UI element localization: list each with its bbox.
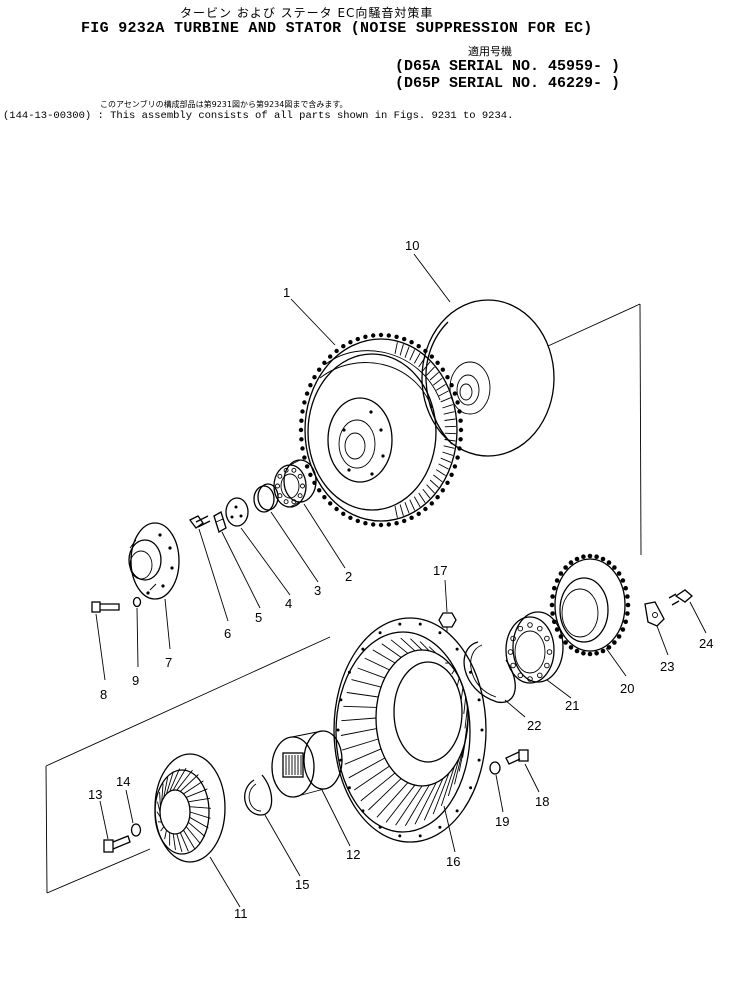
- part-8-bolt: [91, 601, 120, 613]
- callout-labels: 10 1 2 3 4 5 6 7 8 9 17 22 21 20 23 24 1…: [88, 238, 713, 921]
- part-2-bearing: [273, 459, 317, 508]
- part-22-snap-ring: [463, 641, 516, 703]
- callout-6: 6: [224, 626, 231, 641]
- callout-5: 5: [255, 610, 262, 625]
- part-4-washer: [225, 497, 249, 527]
- callout-9: 9: [132, 673, 139, 688]
- part-14-washer: [130, 823, 142, 837]
- callout-1: 1: [283, 285, 290, 300]
- part-10-disc: [421, 299, 642, 556]
- callout-12: 12: [346, 847, 360, 862]
- japanese-assembly-note: このアセンブリの構成部品は第9231図から第9234図まで含みます。: [100, 100, 348, 109]
- callout-17: 17: [433, 563, 447, 578]
- part-21-bearing: [505, 611, 564, 684]
- callout-4: 4: [285, 596, 292, 611]
- part-16-stator-housing: [333, 617, 487, 843]
- callout-13: 13: [88, 787, 102, 802]
- part-23-lock-plate: [644, 601, 665, 627]
- part-5-lock-plate: [213, 511, 227, 533]
- leader-lines: [95, 253, 707, 908]
- japanese-serial-label: 適用号機: [468, 45, 512, 58]
- figure-title: FIG 9232A TURBINE AND STATOR (NOISE SUPP…: [81, 20, 593, 37]
- part-18-bolt: [505, 749, 529, 765]
- callout-16: 16: [446, 854, 460, 869]
- callout-8: 8: [100, 687, 107, 702]
- serial-d65p: (D65P SERIAL NO. 46229- ): [395, 75, 621, 92]
- callout-10: 10: [405, 238, 419, 253]
- part-7-hub: [128, 522, 180, 600]
- callout-14: 14: [116, 774, 130, 789]
- callout-15: 15: [295, 877, 309, 892]
- part-13-bolt: [103, 835, 131, 853]
- callout-11: 11: [234, 906, 248, 921]
- part-3-ring: [253, 483, 279, 513]
- callout-19: 19: [495, 814, 509, 829]
- part-17-bolt: [438, 612, 457, 632]
- part-12-hub: [271, 730, 343, 798]
- callout-18: 18: [535, 794, 549, 809]
- callout-3: 3: [314, 583, 321, 598]
- part-6-bolt: [189, 515, 211, 529]
- serial-d65a: (D65A SERIAL NO. 45959- ): [395, 58, 621, 75]
- callout-7: 7: [165, 655, 172, 670]
- callout-23: 23: [660, 659, 674, 674]
- japanese-title: タービン および ステータ EC向騒音対策車: [180, 6, 434, 20]
- assembly-note: (144-13-00300) : This assembly consists …: [3, 110, 514, 122]
- part-19-washer: [489, 761, 501, 775]
- callout-22: 22: [527, 718, 541, 733]
- callout-20: 20: [620, 681, 634, 696]
- part-9-washer: [132, 596, 142, 608]
- callout-24: 24: [699, 636, 713, 651]
- callout-21: 21: [565, 698, 579, 713]
- part-20-gear: [549, 553, 631, 657]
- part-1-turbine: [298, 332, 464, 528]
- part-11-stator: [154, 753, 226, 863]
- part-15-snap-ring: [244, 774, 273, 816]
- part-24-bolt: [668, 589, 693, 606]
- callout-2: 2: [345, 569, 352, 584]
- assembly-outline: [45, 636, 331, 894]
